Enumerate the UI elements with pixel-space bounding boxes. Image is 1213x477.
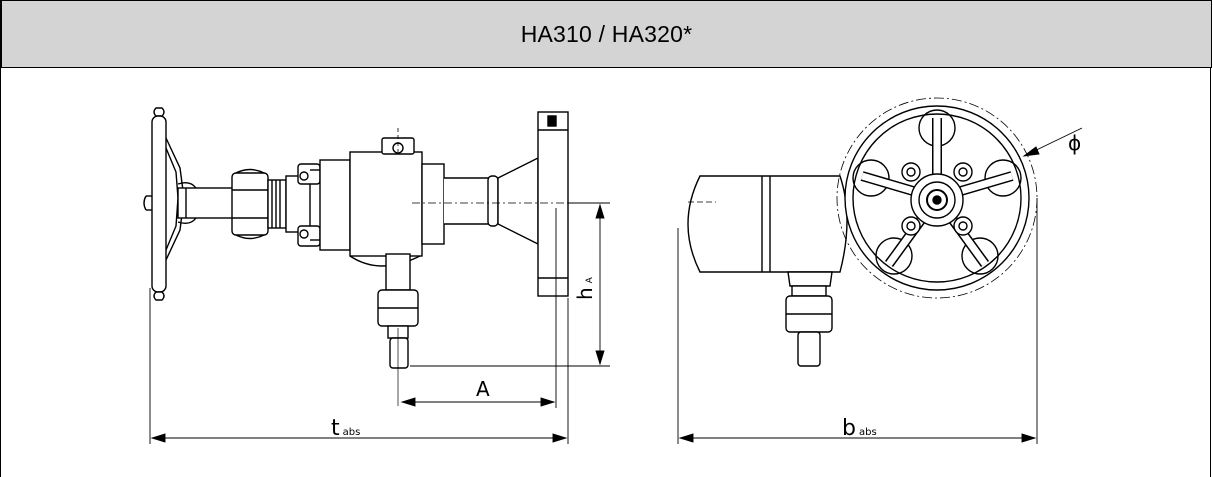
valve-side-view (143, 107, 608, 406)
page-title: HA310 / HA320* (520, 20, 693, 47)
handwheel-front (836, 97, 1038, 299)
valve-body-front (687, 175, 848, 273)
dimension-b (677, 198, 1038, 444)
dimension-t (149, 288, 569, 444)
title-bar: HA310 / HA320* (1, 0, 1212, 68)
diameter-leader (1022, 127, 1083, 157)
outlet-fitting-side (377, 253, 419, 369)
a-label: A (476, 377, 490, 401)
outlet-fitting-front (785, 271, 833, 367)
h-a-label: hA (573, 276, 597, 300)
valve-body (349, 128, 423, 267)
gland-nut (231, 168, 269, 240)
valve-front-view (687, 97, 1083, 367)
phi-label: ϕ (1068, 131, 1081, 155)
handwheel-side (143, 107, 185, 301)
dimension-a (400, 208, 557, 408)
dimension-h (410, 202, 610, 367)
flange (537, 111, 569, 297)
